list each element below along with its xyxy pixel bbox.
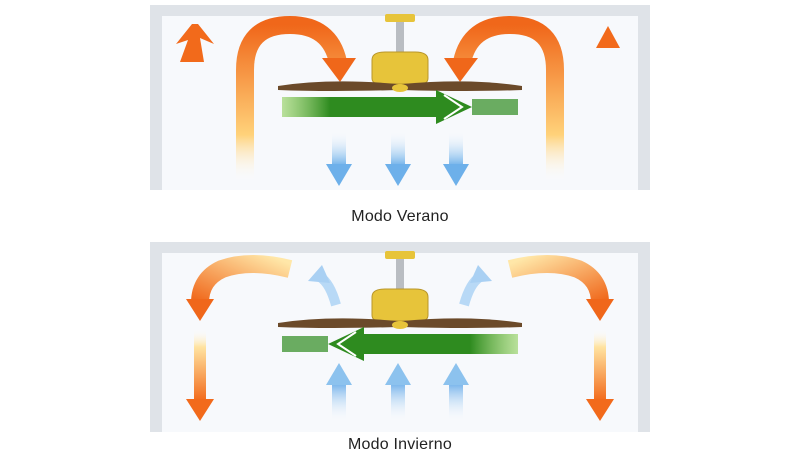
- warm-rising-arrow-right: [596, 26, 620, 180]
- cool-air-arrow-down-3: [443, 130, 469, 186]
- rotation-arrow-right: [282, 90, 518, 124]
- cool-air-curve-arrow-right: [459, 265, 492, 307]
- right-wall: [638, 242, 650, 432]
- ceiling-fan: [278, 14, 522, 92]
- summer-diagram-svg: [150, 5, 650, 190]
- cool-air-arrow-up-1: [326, 363, 352, 423]
- winter-diagram-svg: [150, 242, 650, 432]
- ceiling: [150, 5, 650, 16]
- summer-mode-caption: Modo Verano: [351, 208, 449, 225]
- warm-curve-arrow-left: [186, 255, 293, 321]
- fan-blade-left: [278, 318, 398, 328]
- warm-descending-arrow-left: [186, 329, 214, 421]
- left-wall: [150, 242, 162, 432]
- winter-mode-caption: Modo Invierno: [348, 436, 452, 453]
- fan-hub: [392, 84, 408, 92]
- warm-descending-arrow-right: [586, 329, 614, 421]
- fan-motor-housing: [371, 51, 429, 85]
- left-wall: [150, 5, 162, 190]
- fan-downrod: [396, 22, 404, 58]
- warm-rising-arrow-left: [176, 24, 214, 180]
- warm-loop-arrow-left: [236, 15, 356, 182]
- winter-mode-diagram: [0, 237, 800, 437]
- fan-canopy: [385, 251, 415, 259]
- ceiling: [150, 242, 650, 253]
- cool-air-arrow-up-3: [443, 363, 469, 423]
- fan-blade-right: [402, 81, 522, 91]
- cool-air-arrow-down-1: [326, 130, 352, 186]
- fan-blade-right: [402, 318, 522, 328]
- warm-loop-arrow-right: [444, 15, 564, 182]
- cool-air-arrow-up-2: [385, 363, 411, 423]
- fan-canopy: [385, 14, 415, 22]
- summer-mode-diagram: [0, 0, 800, 200]
- fan-downrod: [396, 259, 404, 295]
- cool-air-arrow-down-2: [385, 130, 411, 186]
- fan-hub: [392, 321, 408, 329]
- ceiling-fan: [278, 251, 522, 329]
- fan-motor-housing: [371, 288, 429, 322]
- cool-air-curve-arrow-left: [308, 265, 341, 307]
- rotation-arrow-left: [282, 327, 518, 361]
- right-wall: [638, 5, 650, 190]
- warm-curve-arrow-right: [507, 255, 614, 321]
- fan-blade-left: [278, 81, 398, 91]
